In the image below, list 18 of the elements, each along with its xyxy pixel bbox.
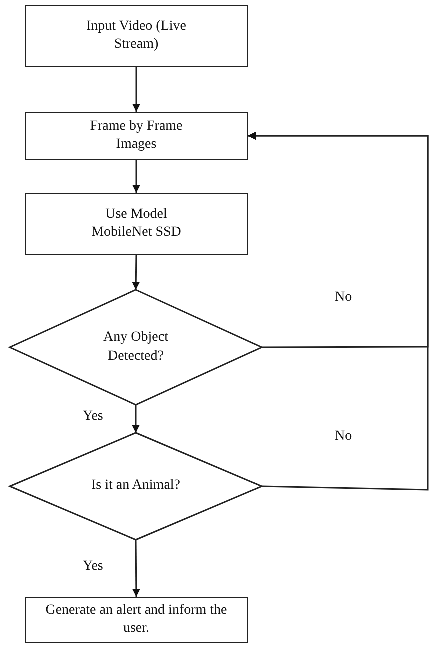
- process-box: [25, 112, 248, 160]
- node-label: Is it an Animal?: [91, 477, 181, 496]
- arrow: [132, 160, 140, 193]
- arrow: [248, 132, 429, 491]
- node-label: Generate an alert and inform the user.: [44, 602, 228, 638]
- decision-diamond: [10, 290, 262, 405]
- node-label: Input Video (Live Stream): [86, 18, 188, 54]
- arrow: [132, 67, 140, 112]
- arrow: [132, 254, 140, 290]
- decision-diamond: [10, 433, 262, 540]
- node-label: Frame by Frame Images: [89, 118, 184, 154]
- process-box: [25, 597, 248, 643]
- process-box: [25, 5, 248, 67]
- arrow: [132, 540, 140, 597]
- arrow: [132, 405, 140, 433]
- node-label: Any Object Detected?: [102, 329, 170, 366]
- process-box: [25, 193, 248, 255]
- node-label: Use Model MobileNet SSD: [90, 206, 182, 242]
